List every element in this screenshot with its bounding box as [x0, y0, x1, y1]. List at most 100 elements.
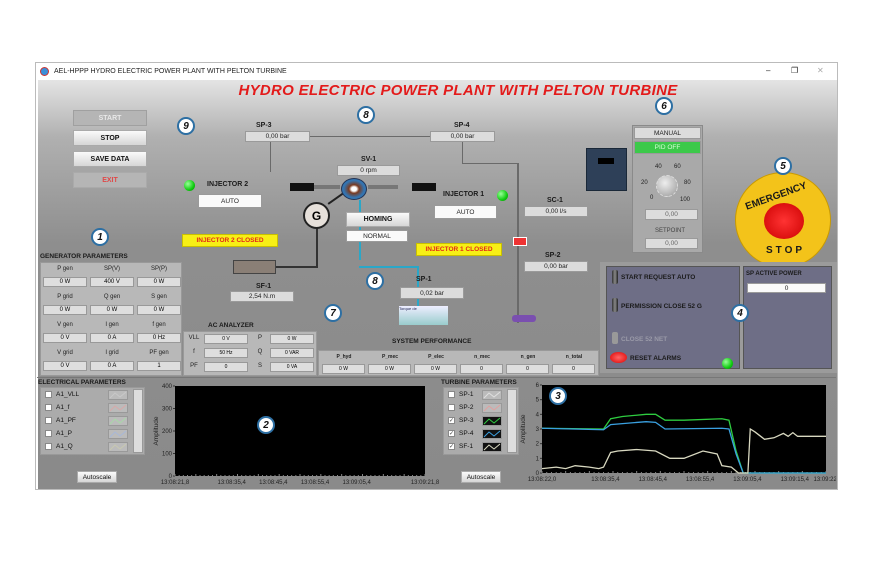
- plot-style-icon[interactable]: [482, 428, 502, 439]
- legend-item-sf-1[interactable]: ✓SF-1: [444, 440, 518, 453]
- sp-active-power-input[interactable]: 0: [747, 283, 826, 293]
- electrical-autoscale-button[interactable]: Autoscale: [77, 471, 117, 483]
- legend-checkbox[interactable]: [448, 391, 455, 398]
- title-bar: AEL-HPPP HYDRO ELECTRIC POWER PLANT WITH…: [36, 63, 837, 80]
- plot-style-icon[interactable]: [108, 428, 128, 439]
- pid-off-button[interactable]: PID OFF: [634, 141, 701, 154]
- legend-checkbox[interactable]: ✓: [448, 430, 455, 437]
- setpoint-label: SETPOINT: [655, 228, 686, 234]
- plot-style-icon[interactable]: [482, 415, 502, 426]
- injector2-mode[interactable]: AUTO: [198, 194, 262, 208]
- minimize-button[interactable]: –: [766, 66, 771, 75]
- vfd-drive-icon: [586, 148, 627, 191]
- sp3-value: 0,00 bar: [245, 131, 310, 142]
- performance-label: P_hyd: [336, 354, 352, 360]
- legend-item-a1_vll[interactable]: A1_VLL: [41, 388, 144, 401]
- injector2-label: INJECTOR 2: [207, 181, 249, 188]
- ac-label: VLL: [188, 335, 200, 341]
- plot-style-icon[interactable]: [108, 402, 128, 413]
- legend-checkbox[interactable]: [45, 391, 52, 398]
- legend-checkbox[interactable]: ✓: [448, 443, 455, 450]
- turbine-autoscale-button[interactable]: Autoscale: [461, 471, 501, 483]
- legend-item-a1_q[interactable]: A1_Q: [41, 440, 144, 453]
- permission-close-52g[interactable]: PERMISSION CLOSE 52 G: [621, 303, 702, 310]
- y-tick-label: 2: [536, 442, 540, 448]
- legend-checkbox[interactable]: [45, 417, 52, 424]
- maximize-button[interactable]: ❐: [791, 66, 799, 75]
- x-tick-label: 13:08:35,4: [217, 480, 246, 486]
- stop-button[interactable]: STOP: [73, 130, 147, 146]
- callout-5: 5: [774, 157, 792, 175]
- exit-button[interactable]: EXIT: [73, 172, 147, 188]
- manual-mode-button[interactable]: MANUAL: [634, 127, 701, 139]
- pid-knob[interactable]: [656, 175, 678, 197]
- sp1-value: 0,02 bar: [400, 287, 464, 299]
- injector1-nozzle: [368, 185, 398, 189]
- sp-active-power-panel: [743, 266, 832, 369]
- knob-tick: 40: [655, 164, 662, 170]
- legend-item-a1_pf[interactable]: A1_PF: [41, 414, 144, 427]
- series-line-sp-4: [541, 421, 826, 474]
- plot-style-icon[interactable]: [482, 402, 502, 413]
- emergency-stop-button[interactable]: EMERGENCY STOP: [735, 172, 831, 268]
- ac-value: 0 VAR: [270, 348, 314, 358]
- legend-item-sp-4[interactable]: ✓SP-4: [444, 427, 518, 440]
- legend-item-sp-3[interactable]: ✓SP-3: [444, 414, 518, 427]
- injector1-mode[interactable]: AUTO: [434, 205, 497, 219]
- sp2-value: 0,00 bar: [524, 261, 588, 272]
- legend-item-sp-2[interactable]: SP-2: [444, 401, 518, 414]
- reset-alarms-button[interactable]: RESET ALARMS: [630, 355, 682, 362]
- knob-value[interactable]: 0,00: [645, 209, 698, 220]
- legend-item-sp-1[interactable]: SP-1: [444, 388, 518, 401]
- app-icon: [40, 67, 49, 76]
- plot-style-icon[interactable]: [108, 389, 128, 400]
- param-label: PF gen: [149, 350, 169, 356]
- param-value: 0 W: [137, 305, 181, 315]
- param-value: 0 V: [43, 333, 87, 343]
- ac-analyzer-title: AC ANALYZER: [208, 322, 254, 329]
- legend-item-a1_p[interactable]: A1_P: [41, 427, 144, 440]
- param-value: 0 Hz: [137, 333, 181, 343]
- pipe: [462, 163, 517, 164]
- ac-value: 50 Hz: [204, 348, 248, 358]
- param-label: SP(V): [103, 266, 120, 272]
- sv1-label: SV-1: [361, 156, 377, 163]
- legend-checkbox[interactable]: [45, 430, 52, 437]
- plot-style-icon[interactable]: [108, 415, 128, 426]
- injector2-nozzle: [314, 185, 340, 189]
- injector1-status: INJECTOR 1 CLOSED: [416, 243, 502, 256]
- toggle-switch-icon[interactable]: [612, 298, 618, 312]
- system-performance-title: SYSTEM PERFORMANCE: [392, 338, 472, 345]
- toggle-switch-icon[interactable]: [612, 270, 618, 284]
- legend-checkbox[interactable]: [45, 443, 52, 450]
- save-data-button[interactable]: SAVE DATA: [73, 151, 147, 167]
- homing-button[interactable]: HOMING: [346, 212, 410, 227]
- close-button[interactable]: ✕: [817, 66, 824, 75]
- start-button[interactable]: START: [73, 110, 147, 126]
- legend-checkbox[interactable]: [448, 404, 455, 411]
- reset-alarms-button-icon[interactable]: [610, 352, 627, 363]
- homing-state: NORMAL: [346, 230, 408, 242]
- plot-style-icon[interactable]: [108, 441, 128, 452]
- sp3-label: SP-3: [256, 122, 272, 129]
- water-pipe: [359, 266, 417, 268]
- performance-label: n_mec: [474, 354, 490, 360]
- setpoint-input[interactable]: 0,00: [645, 238, 698, 249]
- plot-style-icon[interactable]: [482, 441, 502, 452]
- start-request-auto[interactable]: START REQUEST AUTO: [621, 274, 696, 281]
- legend-item-a1_f[interactable]: A1_f: [41, 401, 144, 414]
- knob-tick: 0: [650, 195, 654, 201]
- y-tick-label: 6: [536, 383, 540, 389]
- generator-parameters-title: GENERATOR PARAMETERS: [40, 253, 128, 260]
- legend-checkbox[interactable]: ✓: [448, 417, 455, 424]
- legend-scrollbar[interactable]: [133, 389, 143, 453]
- legend-checkbox[interactable]: [45, 404, 52, 411]
- plot-style-icon[interactable]: [482, 389, 502, 400]
- turbine-parameters-title: TURBINE PARAMETERS: [441, 379, 517, 386]
- electrical-parameters-title: ELECTRICAL PARAMETERS: [38, 379, 126, 386]
- ac-label: PF: [190, 363, 198, 369]
- legend-scrollbar[interactable]: [507, 389, 517, 453]
- sv1-value: 0 rpm: [337, 165, 400, 176]
